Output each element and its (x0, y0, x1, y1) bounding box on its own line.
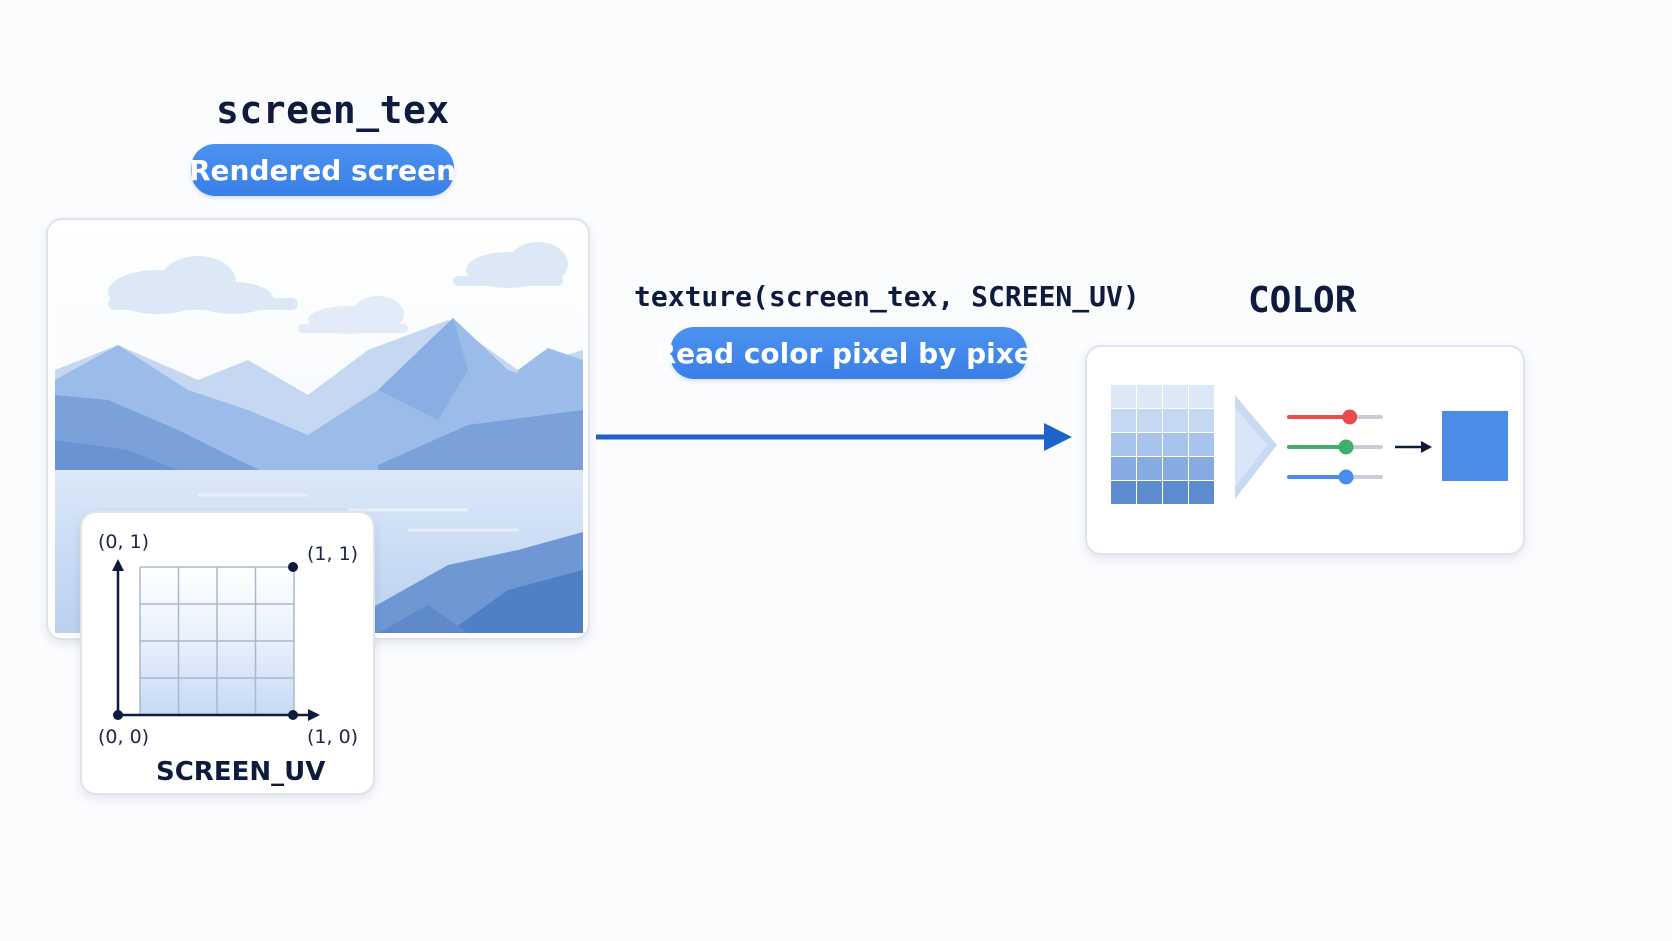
corner-point-bottom-right (288, 710, 298, 720)
pixel-cell (1111, 481, 1136, 504)
screen-tex-title: screen_tex (216, 88, 450, 132)
slider-knob-blue (1338, 469, 1354, 485)
pixel-cell (1137, 481, 1162, 504)
pixel-cell (1189, 385, 1214, 408)
pixel-cell (1111, 433, 1136, 456)
read-color-badge: Read color pixel by pixel (655, 327, 1042, 379)
result-color-swatch (1442, 411, 1508, 481)
pixel-cell (1137, 385, 1162, 408)
pixel-cell (1137, 409, 1162, 432)
small-arrow-icon (1421, 441, 1432, 453)
uv-corner-bottom-left: (0, 0) (98, 726, 150, 748)
uv-corner-top-left: (0, 1) (98, 531, 150, 553)
corner-point-top-right (288, 562, 298, 572)
color-pipeline-diagram (1111, 385, 1508, 504)
texture-call-code: texture(screen_tex, SCREEN_UV) (634, 280, 1140, 313)
pixel-cell (1111, 409, 1136, 432)
screen-uv-card: (0, 1) (1, 1) (0, 0) (1, 0) SCREEN_UV (80, 511, 375, 795)
y-axis-arrow-icon (112, 559, 124, 571)
x-axis-arrow-icon (308, 709, 320, 721)
pixel-cell (1163, 433, 1188, 456)
color-output-card (1085, 345, 1525, 555)
slider-knob-green (1338, 439, 1354, 455)
slider-knob-red (1342, 409, 1358, 425)
screen-uv-title: SCREEN_UV (156, 757, 326, 787)
pixel-cell (1137, 433, 1162, 456)
pixel-cell (1163, 409, 1188, 432)
uv-corner-top-right: (1, 1) (307, 543, 359, 565)
pixel-cell (1163, 385, 1188, 408)
flow-arrow (596, 423, 1072, 451)
rendered-screen-badge: Rendered screen (189, 144, 456, 196)
pixel-cell (1163, 457, 1188, 480)
pixel-cell (1111, 385, 1136, 408)
pixel-cell (1111, 457, 1136, 480)
pixel-cell (1137, 457, 1162, 480)
pixel-cell (1189, 457, 1214, 480)
pixel-cell (1189, 481, 1214, 504)
color-output-title: COLOR (1248, 280, 1357, 321)
pixel-cell (1163, 481, 1188, 504)
uv-grid-diagram (112, 559, 320, 721)
pixel-cell (1189, 433, 1214, 456)
cloud-icon (108, 256, 298, 314)
uv-corner-bottom-right: (1, 0) (307, 726, 359, 748)
arrow-head-icon (1044, 423, 1072, 451)
pixel-cell (1189, 409, 1214, 432)
origin-point (113, 710, 123, 720)
